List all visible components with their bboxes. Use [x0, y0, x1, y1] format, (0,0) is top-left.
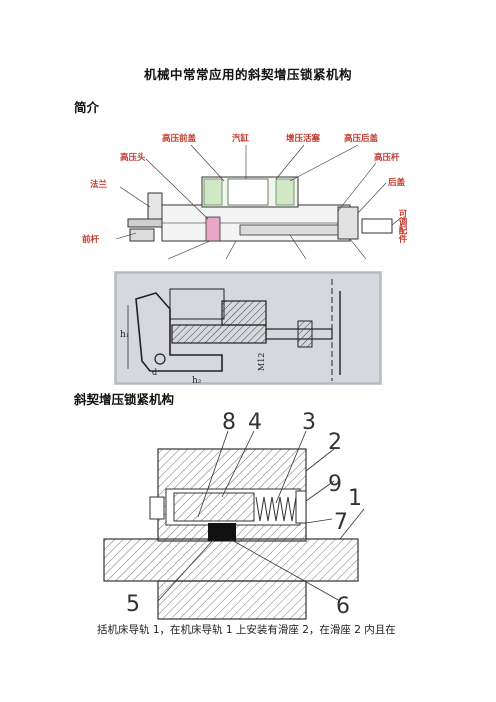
label-high-pressure-head: 高压头	[120, 152, 146, 163]
part-number-1: 1	[348, 486, 362, 511]
lever-part	[135, 292, 223, 372]
body-paragraph: 括机床导轨 1，在机床导轨 1 上安装有滑座 2，在滑座 2 内且在	[97, 624, 396, 636]
piston-4	[173, 492, 255, 522]
booster-cylinder-diagram: 高压前盖 汽缸 增压活塞 高压后盖 高压头 高压杆 法兰 后盖 前杆 可调配件	[76, 121, 426, 261]
label-booster-piston: 增压活塞	[286, 133, 321, 144]
part-number-6: 6	[336, 594, 350, 619]
clamp-block	[221, 300, 267, 326]
part-number-5: 5	[126, 592, 140, 617]
label-high-pressure-rod: 高压杆	[374, 152, 400, 163]
spring-3	[255, 496, 297, 522]
part-number-9: 9	[328, 472, 342, 497]
part-number-7: 7	[334, 510, 348, 535]
part-number-4: 4	[248, 410, 262, 435]
cap-9	[295, 490, 307, 524]
document-title: 机械中常常应用的斜契增压锁紧机构	[143, 67, 352, 82]
section-heading-mechanism: 斜契增压锁紧机构	[74, 392, 175, 407]
section-heading-intro: 简介	[74, 100, 100, 115]
wedge-booster-cross-section: 8 4 3 2 9 1 7 5 6	[96, 405, 364, 621]
label-front-rod: 前杆	[82, 234, 100, 245]
guide-rail-1	[103, 538, 359, 582]
label-cylinder: 汽缸	[232, 133, 250, 144]
label-flange: 法兰	[90, 179, 108, 190]
label-high-pressure-rear-cover: 高压后盖	[344, 133, 379, 144]
wedge-block-6	[208, 523, 236, 541]
part-number-3: 3	[302, 410, 316, 435]
high-pressure-rod	[239, 224, 341, 236]
label-high-pressure-front-cover: 高压前盖	[162, 133, 197, 144]
part-number-2: 2	[328, 430, 342, 455]
part-number-8: 8	[222, 410, 236, 435]
rear-cover-part	[337, 206, 359, 240]
label-rear-cover: 后盖	[388, 177, 406, 188]
wedge-clamp-drawing: h₁ h₂ d M12	[114, 271, 382, 385]
dim-h1: h₁	[120, 330, 129, 340]
dim-h2: h₂	[192, 376, 202, 385]
label-adjustable-part: 可调配件	[397, 209, 407, 244]
adjustable-fitting	[361, 218, 393, 234]
left-fitting	[149, 496, 165, 520]
thread-m12: M12	[257, 353, 266, 371]
dim-d: d	[152, 368, 157, 377]
seal-part	[205, 216, 221, 242]
